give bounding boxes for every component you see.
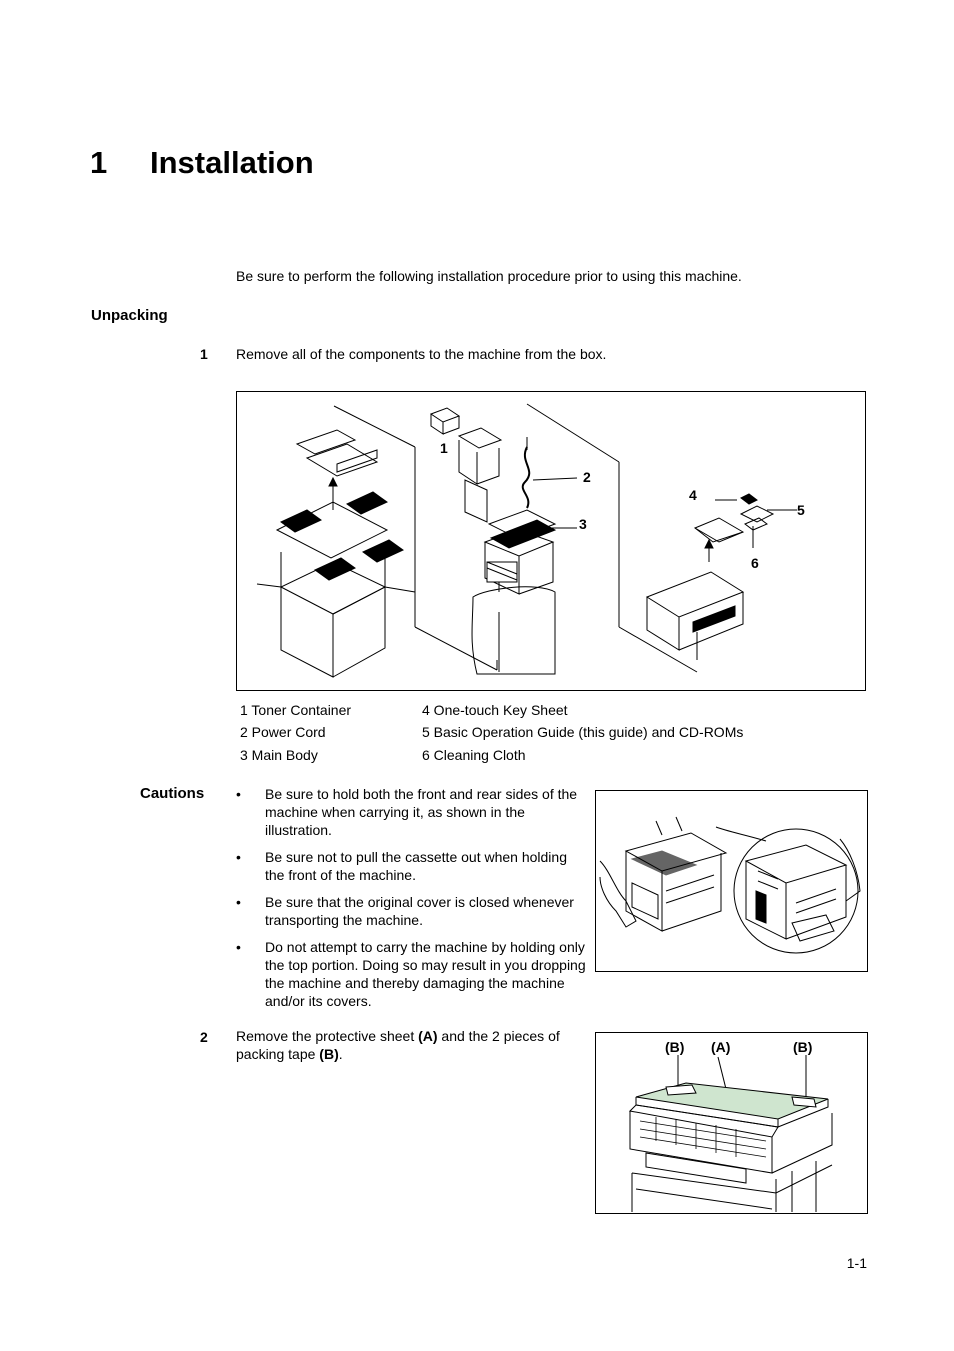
- unpacking-illustration: 1 2 3 4 5 6: [256, 403, 805, 678]
- legend-item-guide: 5 Basic Operation Guide (this guide) and…: [422, 724, 744, 740]
- cautions-list: •Be sure to hold both the front and rear…: [236, 785, 586, 1019]
- label-a: (A): [418, 1028, 438, 1044]
- figure-label-b-right: (B): [793, 1039, 813, 1055]
- callout-5: 5: [797, 502, 805, 518]
- carrying-illustration: [599, 816, 861, 954]
- caution-item: •Be sure to hold both the front and rear…: [236, 786, 578, 838]
- carrying-figure: [595, 790, 868, 972]
- callout-2: 2: [583, 469, 591, 485]
- chapter-number: 1: [90, 145, 108, 180]
- intro-text: Be sure to perform the following install…: [236, 268, 742, 284]
- caution-item: •Do not attempt to carry the machine by …: [236, 939, 586, 1009]
- legend-item-toner: 1 Toner Container: [240, 702, 352, 718]
- caution-item: •Be sure that the original cover is clos…: [236, 894, 574, 928]
- unpacking-figure: 1 2 3 4 5 6: [236, 391, 866, 691]
- page-number: 1-1: [846, 1255, 867, 1271]
- legend-item-key-sheet: 4 One-touch Key Sheet: [422, 702, 568, 718]
- bullet: •: [236, 939, 241, 955]
- bullet: •: [236, 894, 241, 910]
- legend-item-main-body: 3 Main Body: [240, 747, 318, 763]
- bullet: •: [236, 849, 241, 865]
- figure-label-a: (A): [711, 1039, 731, 1055]
- callout-4: 4: [689, 487, 697, 503]
- unpacking-heading: Unpacking: [91, 307, 168, 324]
- legend-item-power-cord: 2 Power Cord: [240, 724, 326, 740]
- copier-illustration: [628, 1055, 833, 1212]
- bullet: •: [236, 786, 241, 802]
- protective-sheet-figure: (B) (A) (B): [595, 1032, 868, 1214]
- step-1-number: 1: [200, 346, 208, 362]
- callout-1: 1: [440, 440, 448, 456]
- callout-6: 6: [751, 555, 759, 571]
- cautions-heading: Cautions: [140, 785, 205, 802]
- figure-label-b-left: (B): [665, 1039, 685, 1055]
- caution-item: •Be sure not to pull the cassette out wh…: [236, 849, 567, 883]
- step-1-text: Remove all of the components to the mach…: [236, 346, 607, 362]
- label-b: (B): [319, 1046, 339, 1062]
- legend-item-cleaning-cloth: 6 Cleaning Cloth: [422, 747, 526, 763]
- step-2-text: Remove the protective sheet (A) and the …: [236, 1028, 560, 1062]
- step-2-number: 2: [200, 1029, 208, 1045]
- chapter-title: Installation: [150, 145, 314, 180]
- callout-3: 3: [579, 516, 587, 532]
